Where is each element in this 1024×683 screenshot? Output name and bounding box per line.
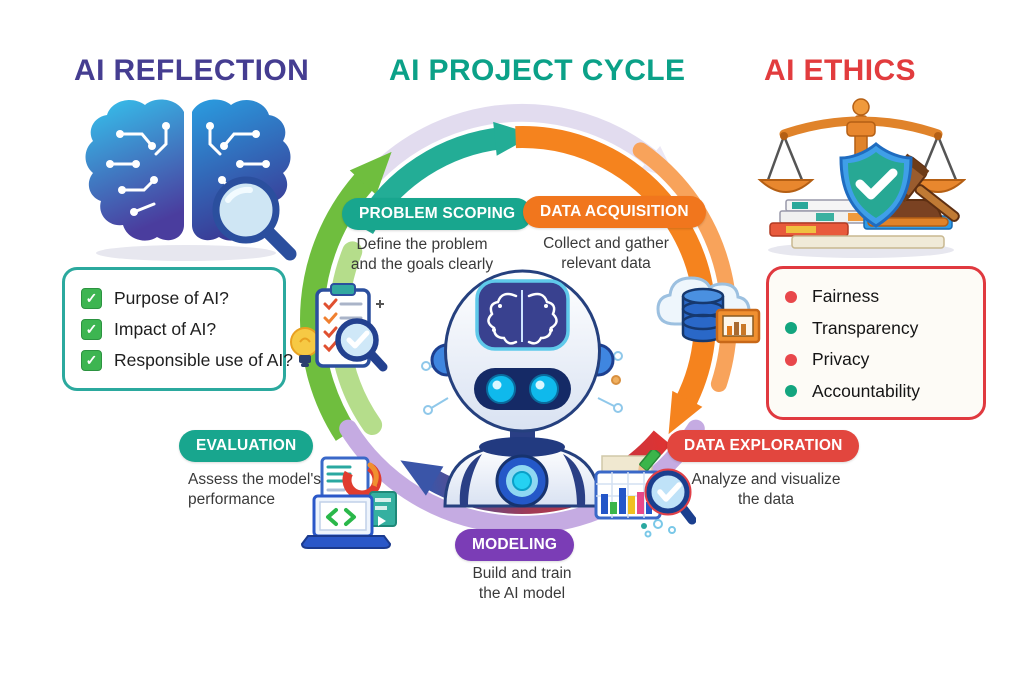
donut-chart-icon xyxy=(342,460,382,500)
bullet-icon xyxy=(785,290,797,303)
checklist-item: ✓ Purpose of AI? xyxy=(81,283,269,314)
desc-line: performance xyxy=(188,491,276,509)
reflection-checklist: ✓ Purpose of AI? ✓ Impact of AI? ✓ Respo… xyxy=(62,267,293,391)
ethics-item-label: Fairness xyxy=(812,286,880,307)
bullet-icon xyxy=(785,385,797,398)
stage-desc-data-exploration: Analyze and visualize the data xyxy=(680,470,852,511)
monitor-chart-icon xyxy=(715,308,761,344)
desc-line: Define the problem xyxy=(356,236,488,253)
magnifier-check-icon xyxy=(644,468,696,525)
desc-line: Assess the model's xyxy=(188,471,322,488)
checkbox-checked-icon: ✓ xyxy=(81,288,102,309)
teal-card-icon xyxy=(369,491,397,527)
desc-line: Build and train xyxy=(472,565,572,582)
magnifier-icon xyxy=(212,176,297,261)
checklist-item-label: Purpose of AI? xyxy=(114,288,229,308)
reflection-title: AI REFLECTION xyxy=(74,54,310,87)
brain-shadow xyxy=(96,245,276,261)
brain-left-lobe xyxy=(85,99,184,241)
desc-line: and the goals clearly xyxy=(350,256,494,274)
ethics-item: Privacy xyxy=(785,344,971,376)
laptop-code-icon xyxy=(300,494,392,549)
checkbox-checked-icon: ✓ xyxy=(81,319,102,340)
ethics-list: Fairness Transparency Privacy Accountabi… xyxy=(766,266,986,420)
ethics-item-label: Accountability xyxy=(812,380,920,401)
stage-desc-data-acquisition: Collect and gather relevant data xyxy=(525,234,687,275)
ethics-item: Transparency xyxy=(785,313,971,345)
ethics-item-label: Transparency xyxy=(812,317,919,338)
desc-line: the AI model xyxy=(478,585,566,603)
ethics-title: AI ETHICS xyxy=(764,54,916,87)
checkbox-checked-icon: ✓ xyxy=(81,350,102,371)
robot-brain-screen xyxy=(475,279,570,351)
checklist-item-label: Responsible use of AI? xyxy=(114,350,294,370)
desc-line: Analyze and visualize xyxy=(691,471,841,488)
stage-pill-problem-scoping: PROBLEM SCOPING xyxy=(342,198,533,230)
robot-body xyxy=(443,437,602,508)
checklist-item: ✓ Responsible use of AI? xyxy=(81,345,293,376)
stage-desc-problem-scoping: Define the problem and the goals clearly xyxy=(332,235,512,276)
checklist-item-label: Impact of AI? xyxy=(114,319,217,339)
stage-pill-data-acquisition: DATA ACQUISITION xyxy=(523,196,706,228)
scales-shield-gavel-books-icon xyxy=(757,98,966,258)
stage-desc-modeling: Build and train the AI model xyxy=(438,564,606,605)
ethics-item: Fairness xyxy=(785,281,971,313)
ring-orange-outer-arc xyxy=(632,142,738,392)
bubbles-decoration xyxy=(641,519,676,538)
desc-line: relevant data xyxy=(561,255,651,273)
shield-check-icon xyxy=(839,142,913,228)
desc-line: Collect and gather xyxy=(543,235,669,252)
lightbulb-icon xyxy=(290,327,320,367)
bullet-icon xyxy=(785,353,797,366)
desc-line: the data xyxy=(737,491,795,509)
cloud-database-icon xyxy=(656,276,761,344)
stage-pill-modeling: MODELING xyxy=(455,529,575,561)
database-icon xyxy=(681,287,725,343)
ethics-item: Accountability xyxy=(785,376,971,408)
bar-chart-magnifier-icon xyxy=(594,450,696,538)
page-title: AI PROJECT CYCLE xyxy=(389,54,686,87)
circuit-brain-magnifier-icon xyxy=(85,99,297,261)
bullet-icon xyxy=(785,322,797,335)
brain-circuit-nodes xyxy=(106,122,270,216)
stage-pill-data-exploration: DATA EXPLORATION xyxy=(667,430,860,462)
robot-eyes xyxy=(486,374,559,404)
checklist-item: ✓ Impact of AI? xyxy=(81,314,269,345)
clipboard-magnifier-lightbulb-icon xyxy=(290,283,388,372)
magnifier-check-icon xyxy=(335,300,388,372)
robot-icon xyxy=(421,269,623,508)
stage-pill-evaluation: EVALUATION xyxy=(179,430,314,462)
ethics-item-label: Privacy xyxy=(812,349,870,370)
laptop-report-icon xyxy=(300,456,397,549)
stage-desc-evaluation: Assess the model's performance xyxy=(188,470,358,511)
